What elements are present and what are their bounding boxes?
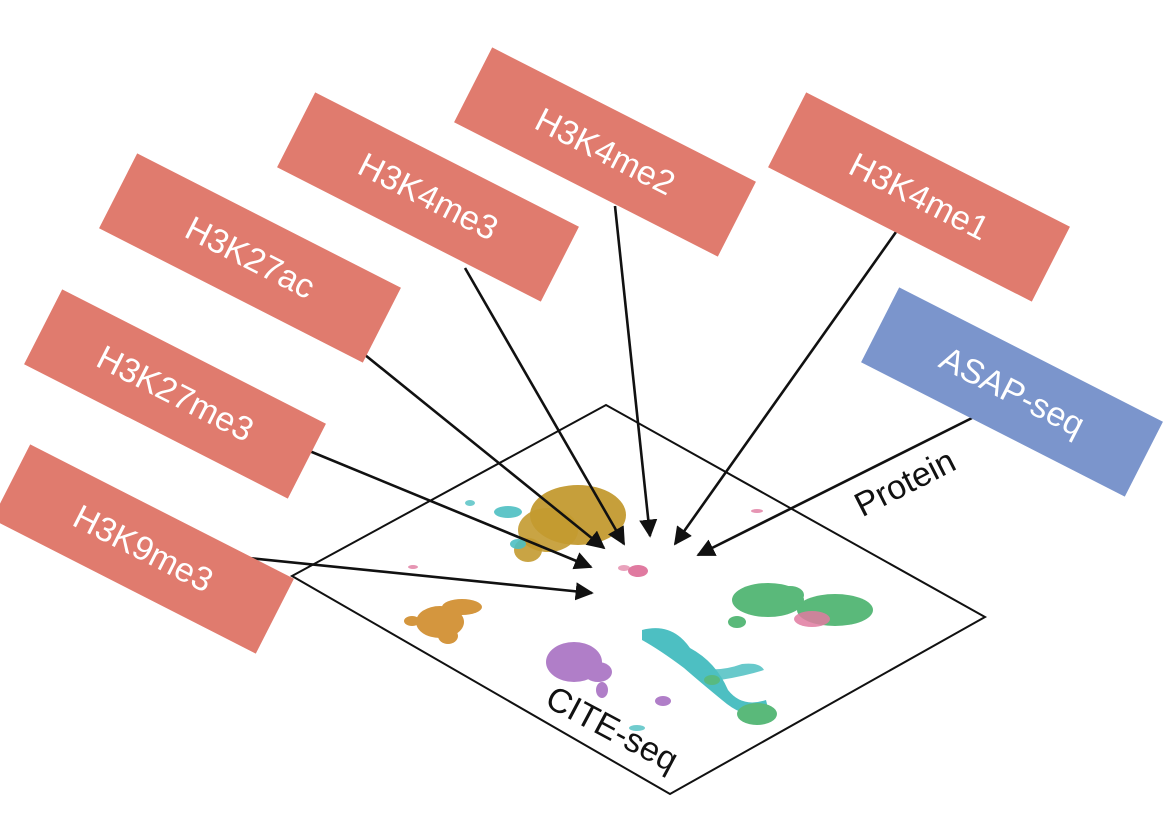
box-h3k9me3-bg	[0, 444, 294, 654]
arrow-h3k9me3	[238, 555, 594, 601]
cluster-bottom-purple	[546, 642, 671, 706]
cluster-top	[465, 485, 626, 562]
protein-label: Protein	[848, 442, 961, 525]
arrow-h3k4me2	[613, 205, 658, 538]
arrow-h3k4me1	[673, 231, 898, 546]
box-h3k4me1-bg	[768, 92, 1070, 302]
modality-box-h3k4me1: H3K4me1	[768, 92, 1070, 302]
cluster-center-small	[408, 509, 763, 577]
box-h3k4me2-bg	[454, 47, 756, 257]
cluster-right	[728, 583, 873, 628]
box-h3k4me3-bg	[277, 92, 579, 302]
cluster-bottom-teal	[629, 628, 777, 731]
umap-clusters	[404, 485, 873, 731]
arrow-h3k27ac	[348, 340, 606, 550]
box-h3k27ac-bg	[99, 153, 401, 363]
box-asap-seq-bg	[861, 287, 1163, 497]
cluster-left	[404, 599, 482, 644]
arrows	[238, 205, 973, 601]
arrow-h3k27me3	[306, 448, 593, 570]
box-h3k27me3-bg	[24, 289, 326, 499]
arrow-h3k4me3	[463, 267, 626, 546]
arrow-asap-seq	[696, 416, 973, 557]
